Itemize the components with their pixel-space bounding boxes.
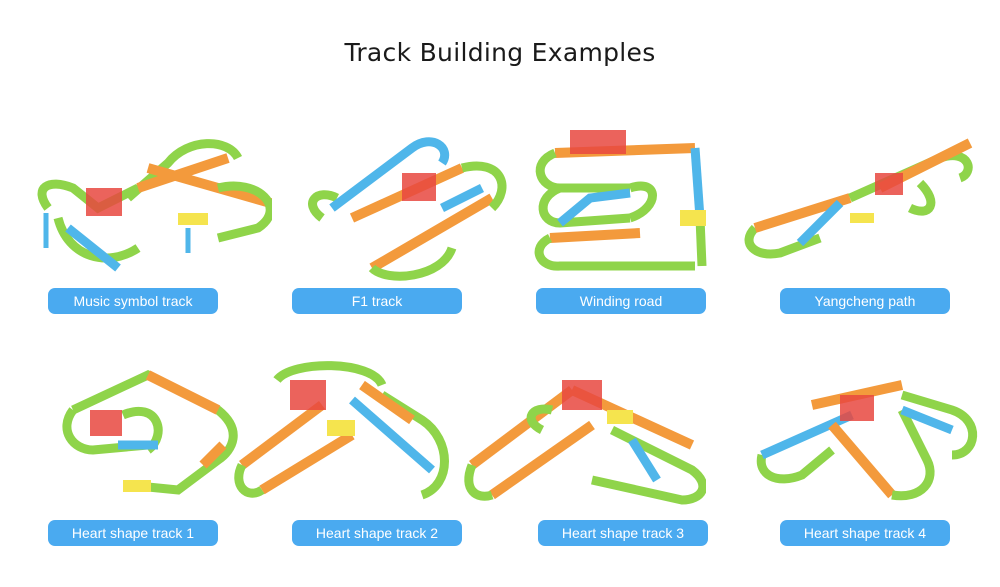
example-heart-3[interactable]: Heart shape track 3 [462,350,708,550]
label-yangcheng-path: Yangcheng path [780,288,950,314]
track-image-heart-1 [62,370,238,495]
track-image-yangcheng-path [744,138,973,259]
example-yangcheng-path[interactable]: Yangcheng path [740,118,984,318]
label-heart-2: Heart shape track 2 [292,520,462,546]
track-image-heart-4 [756,380,978,501]
page-title: Track Building Examples [344,38,656,67]
label-f1: F1 track [292,288,462,314]
track-image-winding-road [534,130,707,271]
example-heart-2[interactable]: Heart shape track 2 [232,350,476,550]
example-heart-1[interactable]: Heart shape track 1 [28,350,272,550]
example-winding-road[interactable]: Winding road [530,118,774,318]
example-f1[interactable]: F1 track [292,118,536,318]
track-image-heart-2 [234,361,449,500]
example-music-symbol[interactable]: Music symbol track [28,118,272,318]
label-heart-4: Heart shape track 4 [780,520,950,546]
label-music-symbol: Music symbol track [48,288,218,314]
track-image-f1 [308,137,507,281]
example-heart-4[interactable]: Heart shape track 4 [752,350,996,550]
label-heart-1: Heart shape track 1 [48,520,218,546]
track-image-music-symbol [37,139,272,272]
label-winding-road: Winding road [536,288,706,314]
label-heart-3: Heart shape track 3 [538,520,708,546]
track-image-heart-3 [464,380,706,505]
